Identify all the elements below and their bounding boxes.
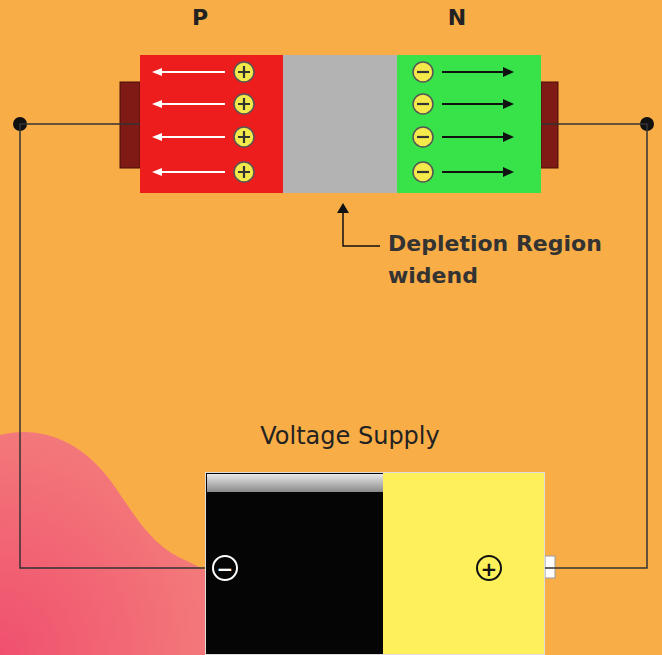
hole-symbol bbox=[234, 62, 254, 82]
battery-terminal bbox=[545, 556, 555, 578]
plus-mark bbox=[238, 166, 250, 178]
arrow-head bbox=[503, 132, 514, 142]
minus-mark bbox=[417, 136, 429, 138]
hole-drift-arrow bbox=[158, 171, 225, 173]
hole-symbol bbox=[234, 162, 254, 182]
background-blob bbox=[0, 432, 205, 655]
hole-drift-arrow bbox=[158, 103, 225, 105]
arrow-head bbox=[152, 168, 162, 176]
arrow-head bbox=[503, 99, 514, 109]
electron-drift-arrow bbox=[442, 103, 506, 105]
leader-line bbox=[343, 213, 380, 246]
minus-mark bbox=[417, 171, 429, 173]
electron-symbol bbox=[413, 62, 433, 82]
electron-drift-arrow bbox=[442, 136, 506, 138]
electron-drift-arrow bbox=[442, 71, 506, 73]
plus-mark bbox=[238, 98, 250, 110]
depletion-region bbox=[283, 55, 397, 193]
minus-mark bbox=[417, 103, 429, 105]
hole-drift-arrow bbox=[158, 71, 225, 73]
arrow-head bbox=[152, 68, 162, 76]
node-label: N bbox=[448, 5, 466, 30]
n-region: N bbox=[397, 55, 541, 193]
leader-arrow bbox=[337, 203, 349, 213]
minus-mark bbox=[417, 71, 429, 73]
callout-label: Depletion Region widend bbox=[388, 228, 638, 292]
electron-symbol bbox=[413, 127, 433, 147]
node-label: Voltage Supply bbox=[260, 422, 439, 450]
battery-cap-band bbox=[207, 474, 383, 492]
battery-positive-half bbox=[383, 472, 545, 655]
electron-symbol bbox=[413, 94, 433, 114]
arrow-head bbox=[503, 67, 514, 77]
wire bbox=[541, 124, 647, 568]
p-region: P bbox=[140, 55, 283, 193]
arrow-head bbox=[152, 100, 162, 108]
electrode bbox=[541, 82, 558, 168]
arrow-head bbox=[152, 133, 162, 141]
plus-mark bbox=[238, 66, 250, 78]
hole-symbol bbox=[234, 94, 254, 114]
battery-outline bbox=[206, 473, 545, 655]
battery-negative-half bbox=[205, 472, 383, 655]
arrow-head bbox=[503, 167, 514, 177]
electron-drift-arrow bbox=[442, 171, 506, 173]
electrode bbox=[120, 82, 140, 168]
hole-drift-arrow bbox=[158, 136, 225, 138]
plus-mark bbox=[238, 131, 250, 143]
node-label: P bbox=[192, 5, 208, 30]
terminal-sign: − bbox=[212, 555, 238, 581]
electron-symbol bbox=[413, 162, 433, 182]
terminal-sign: + bbox=[476, 555, 502, 581]
hole-symbol bbox=[234, 127, 254, 147]
